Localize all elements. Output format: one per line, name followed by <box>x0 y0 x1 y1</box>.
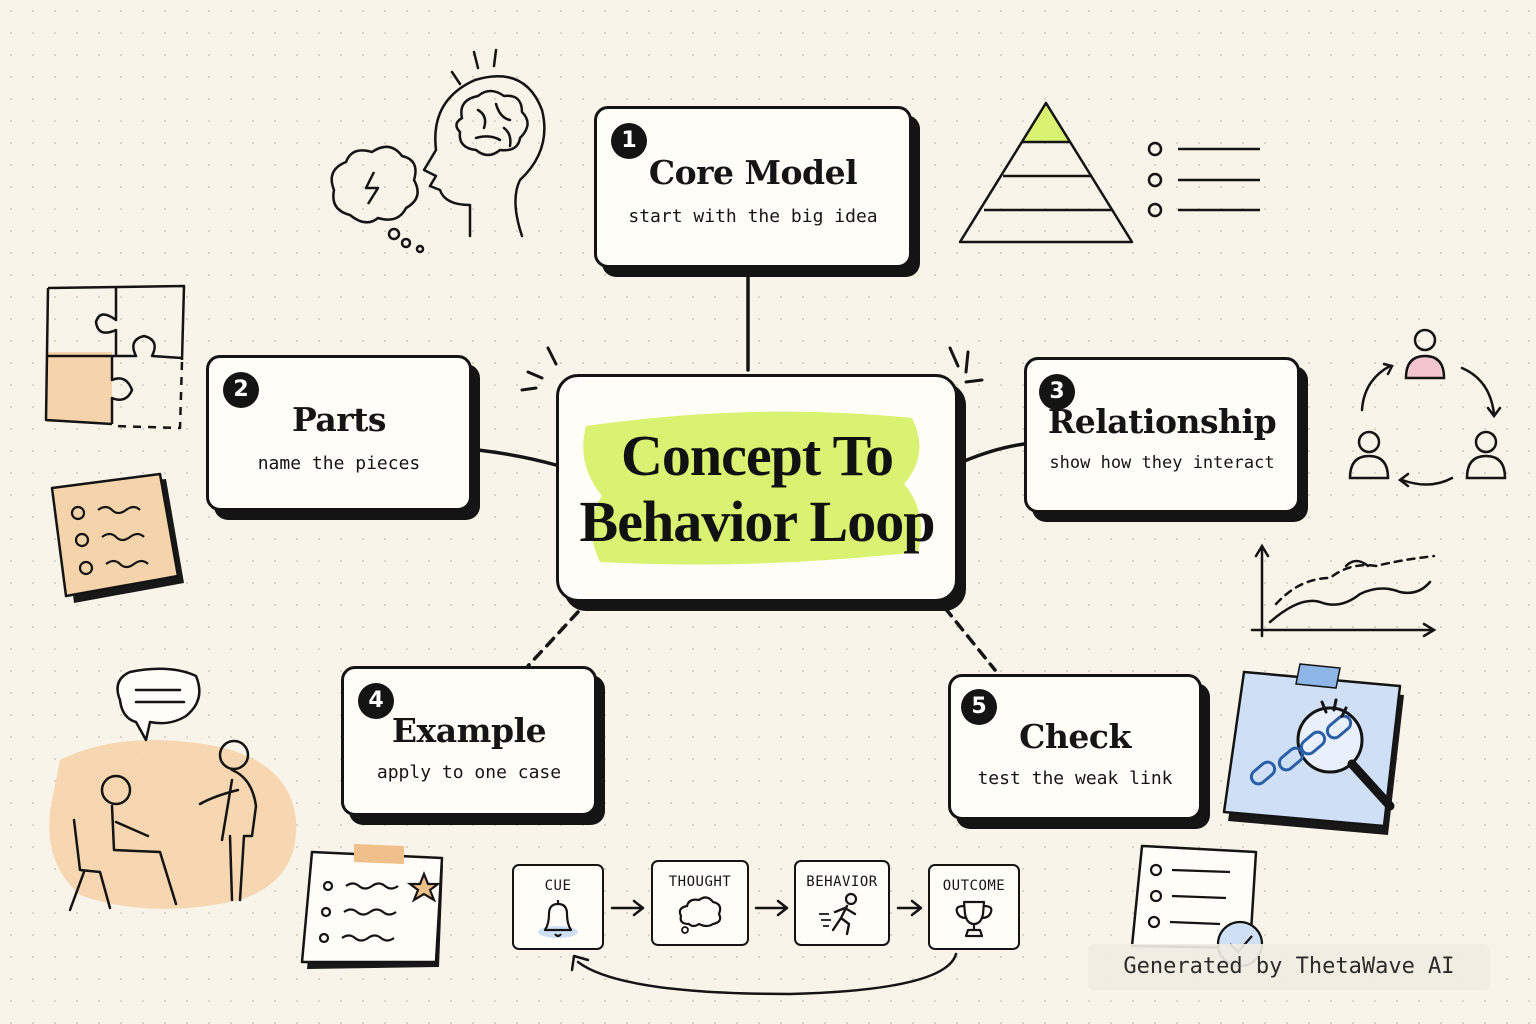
loop-step-behavior[interactable]: BEHAVIOR <box>794 860 890 946</box>
center-title-line-2: Behavior Loop <box>579 489 936 554</box>
step-subtitle: apply to one case <box>376 762 562 783</box>
step-title: Check <box>1019 717 1131 756</box>
center-title: Concept To Behavior Loop <box>559 423 955 555</box>
clipboard-checklist-icon <box>300 844 444 969</box>
step-number-badge: 2 <box>223 372 259 408</box>
step-subtitle: start with the big idea <box>628 206 878 227</box>
connector-check <box>943 606 997 672</box>
step-number-badge: 4 <box>358 683 394 719</box>
step-subtitle: test the weak link <box>977 768 1173 789</box>
arrow-icon <box>754 899 789 917</box>
pyramid-icon <box>958 101 1134 244</box>
loop-step-label: OUTCOME <box>942 878 1006 894</box>
connector-example <box>526 610 580 668</box>
arrow-icon <box>896 899 923 917</box>
step-number-badge: 5 <box>961 689 997 725</box>
loop-step-label: BEHAVIOR <box>806 874 878 890</box>
step-card-parts[interactable]: 2 Parts name the pieces <box>206 355 472 511</box>
step-card-example[interactable]: 4 Example apply to one case <box>341 666 597 816</box>
loop-step-thought[interactable]: THOUGHT <box>651 860 749 946</box>
head-brain-icon <box>422 48 546 238</box>
thought-cloud-icon <box>330 145 425 254</box>
connectors <box>476 270 1026 672</box>
step-title: Relationship <box>1047 402 1277 441</box>
bell-icon <box>538 900 578 938</box>
loop-step-outcome[interactable]: OUTCOME <box>928 864 1020 950</box>
sparkle-icon <box>520 346 984 392</box>
step-number-badge: 1 <box>611 123 647 159</box>
highlighter-stroke <box>583 411 921 565</box>
connector-parts <box>476 448 558 467</box>
step-subtitle: name the pieces <box>257 453 421 474</box>
loop-arrows <box>570 899 958 996</box>
arrow-icon <box>610 899 645 917</box>
step-title: Example <box>391 711 547 750</box>
conversation-people-icon <box>49 667 297 912</box>
running-person-icon <box>819 892 858 936</box>
loop-step-label: CUE <box>544 878 572 894</box>
center-title-line-1: Concept To <box>620 423 894 488</box>
step-card-check[interactable]: 5 Check test the weak link <box>948 674 1202 820</box>
line-chart-icon <box>1250 543 1437 638</box>
connector-relationship <box>960 442 1026 464</box>
step-card-core-model[interactable]: 1 Core Model start with the big idea <box>594 106 912 268</box>
puzzle-icon <box>44 284 186 430</box>
step-title: Parts <box>291 400 387 439</box>
center-concept-card[interactable]: Concept To Behavior Loop <box>556 374 958 602</box>
loop-step-cue[interactable]: CUE <box>512 864 604 950</box>
step-number-badge: 3 <box>1039 374 1075 410</box>
weak-link-magnifier-icon <box>1222 663 1404 835</box>
step-card-relationship[interactable]: 3 Relationship show how they interact <box>1024 357 1300 513</box>
loop-back-arrow-icon <box>570 952 958 996</box>
list-icon <box>1147 141 1260 218</box>
sticky-note-checklist-icon <box>50 472 184 603</box>
relationship-cycle-icon <box>1348 328 1507 488</box>
step-title: Core Model <box>648 153 858 192</box>
thought-cloud-icon <box>678 896 722 934</box>
step-subtitle: show how they interact <box>1049 453 1275 473</box>
loop-step-label: THOUGHT <box>668 874 732 890</box>
generated-by-credit: Generated by ThetaWave AI <box>1088 944 1490 990</box>
trophy-icon <box>955 900 993 938</box>
